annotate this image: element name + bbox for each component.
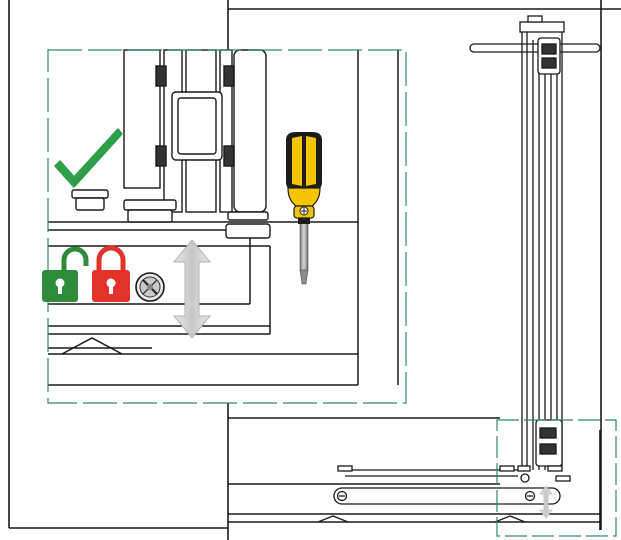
unlocked-padlock-icon — [42, 246, 89, 302]
detail-frame-large — [47, 49, 407, 404]
detail-zoom-view — [48, 49, 406, 403]
door-hinge-assembly — [469, 15, 601, 482]
bottom-rail — [317, 465, 561, 523]
adjustment-screw-icon — [135, 272, 165, 302]
small-vertical-arrow-icon — [539, 485, 553, 519]
locked-padlock-icon — [92, 245, 130, 302]
checkmark-icon — [54, 128, 123, 188]
screwdriver-icon — [286, 132, 322, 285]
detail-frame-small — [496, 419, 617, 537]
vertical-double-arrow-icon — [172, 239, 212, 339]
